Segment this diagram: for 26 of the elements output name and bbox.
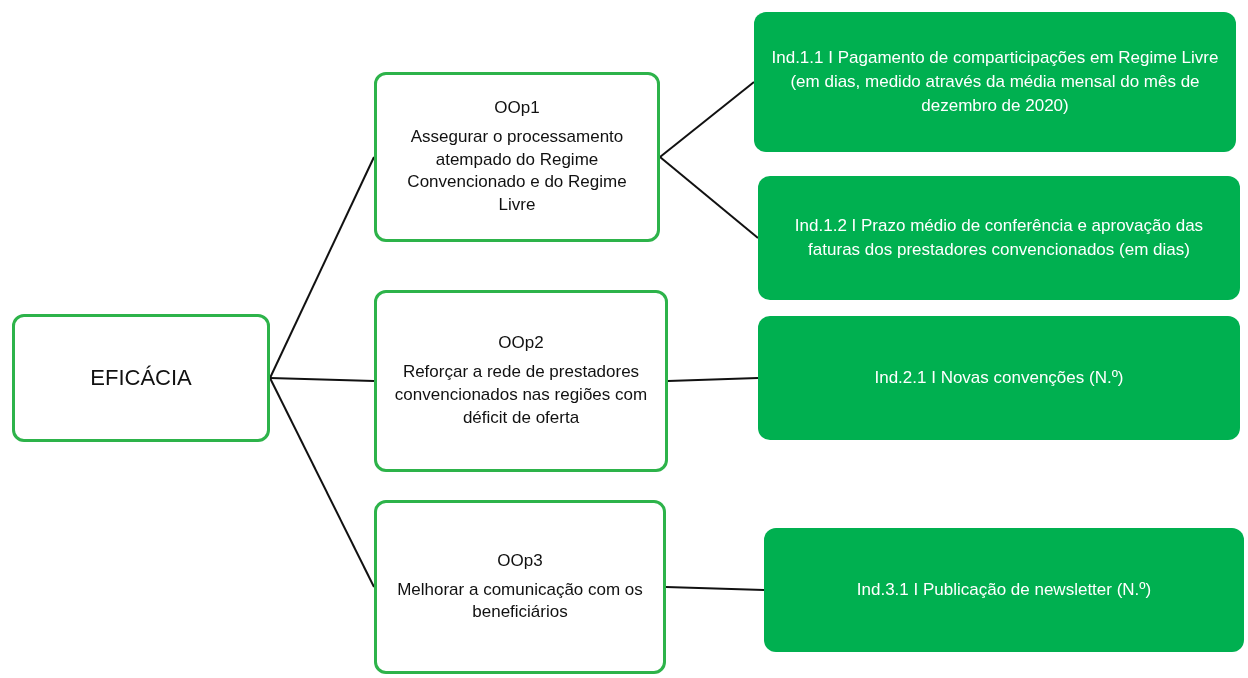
- indicator-text: Ind.1.2 I Prazo médio de conferência e aprovação das faturas dos prestadores convencionados (em dias): [793, 215, 1205, 261]
- objective-box: [12, 314, 270, 442]
- indicator-box: [754, 12, 1236, 152]
- node-text: EFICÁCIA: [90, 364, 192, 393]
- node-text: Assegurar o processamento atempado do Regime Convencionado e do Regime Livre: [406, 125, 628, 217]
- connector-line: [665, 586, 765, 591]
- objective-box: [374, 500, 666, 674]
- node-text: Melhorar a comunicação com os beneficiários: [396, 578, 644, 624]
- objective-box: [374, 72, 660, 242]
- connector-line: [667, 377, 759, 382]
- connector-line: [269, 377, 375, 382]
- objective-box: [374, 290, 668, 472]
- indicator-box: [758, 316, 1240, 440]
- indicator-box: [758, 176, 1240, 300]
- connector-line: [269, 156, 375, 379]
- indicator-box: [764, 528, 1244, 652]
- node-text: Reforçar a rede de prestadores convencionados nas regiões com déficit de oferta: [393, 361, 649, 429]
- indicator-text: Ind.1.1 I Pagamento de comparticipações em Regime Livre (em dias, medido através da média mensal do mês de dezembro de 2020): [770, 47, 1220, 117]
- connector-line: [659, 156, 759, 239]
- connector-line: [269, 377, 375, 588]
- objective-code: OOp2: [498, 332, 544, 355]
- connector-line: [659, 81, 755, 158]
- objective-code: OOp1: [494, 96, 540, 119]
- indicator-text: Ind.3.1 I Publicação de newsletter (N.º): [856, 579, 1152, 602]
- indicator-text: Ind.2.1 I Novas convenções (N.º): [874, 367, 1124, 390]
- objective-code: OOp3: [497, 549, 543, 572]
